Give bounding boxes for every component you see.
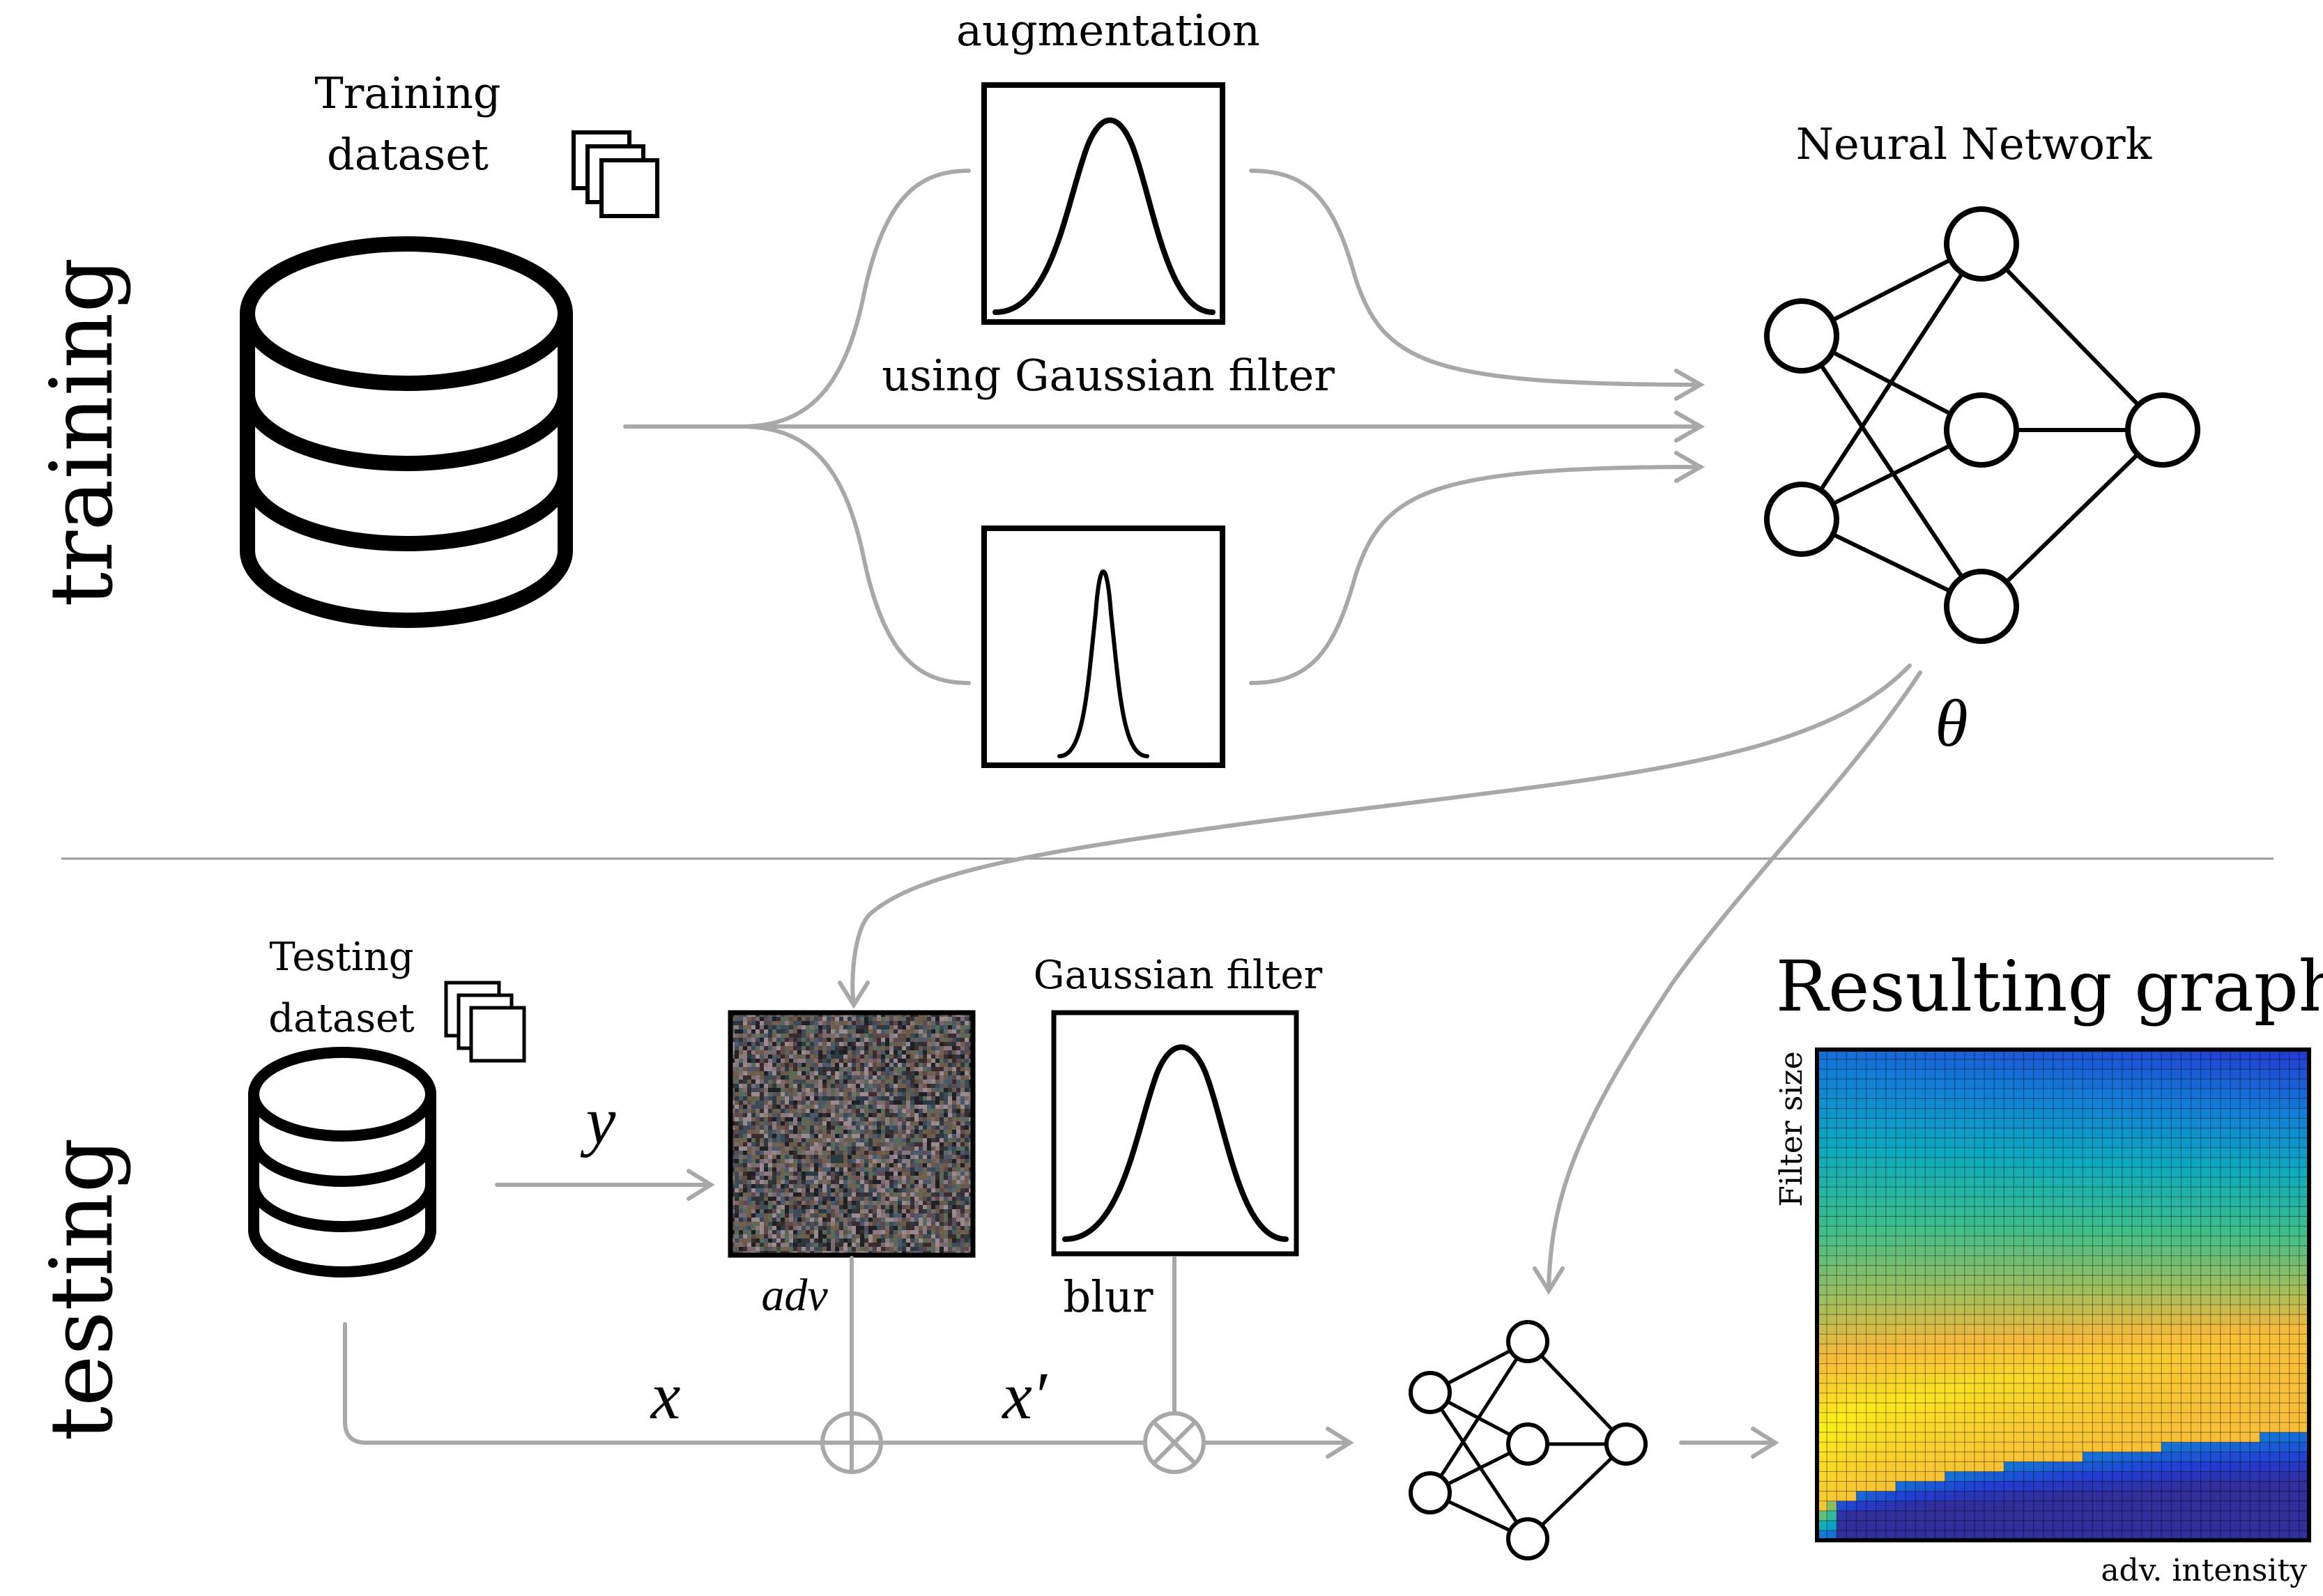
resulting-graph-title: Resulting graph [1776, 946, 2323, 1027]
adv-label: adv [761, 1270, 828, 1321]
training-flow-arrows [623, 169, 1705, 685]
heatmap-x-axis-label: adv. intensity [2101, 1553, 2307, 1588]
adversarial-noise-image [728, 1010, 976, 1258]
y-label: y [580, 1083, 616, 1158]
neural-network-label: Neural Network [1796, 118, 2152, 169]
testing-section-label: testing [32, 1137, 132, 1441]
wide-gaussian-filter-icon [981, 82, 1225, 325]
heatmap-y-axis-label: Filter size [1774, 1051, 1809, 1206]
test-image-stack-icon [444, 981, 526, 1063]
weight-transfer-arrows [838, 663, 1922, 1295]
blur-label: blur [1063, 1271, 1153, 1322]
theta-label: θ [1935, 686, 1968, 760]
augmentation-label: augmentation [956, 5, 1260, 56]
testing-dataset-label-line1: Testing [269, 935, 413, 980]
neural-network-icon [1764, 206, 2200, 644]
test-flow-lines [343, 1256, 1779, 1459]
label-flow-arrowhead [687, 1169, 715, 1201]
narrow-gaussian-filter-icon [981, 525, 1225, 768]
result-heatmap [1815, 1048, 2311, 1542]
training-section-label: training [32, 257, 132, 606]
test-database-icon [248, 1047, 436, 1277]
training-dataset-label-line2: dataset [327, 129, 489, 180]
test-neural-network-icon [1409, 1320, 1648, 1560]
testing-dataset-label-line2: dataset [268, 996, 415, 1041]
test-gaussian-filter-icon [1051, 1010, 1299, 1257]
heatmap-grid [1817, 1050, 2309, 1540]
noise-pixels [730, 1013, 974, 1256]
add-operator-icon [820, 1411, 883, 1474]
gaussian-filter-label: Gaussian filter [1034, 953, 1323, 998]
heatmap-cells [1817, 1050, 2309, 1540]
gaussian-augmentation-label: using Gaussian filter [882, 350, 1335, 401]
database-icon [240, 236, 573, 628]
image-stack-icon [572, 130, 659, 218]
x-label: x [650, 1358, 681, 1433]
training-dataset-label-line1: Training [314, 68, 500, 118]
x-prime-label: x′ [1001, 1358, 1048, 1433]
multiply-operator-icon [1143, 1411, 1206, 1474]
